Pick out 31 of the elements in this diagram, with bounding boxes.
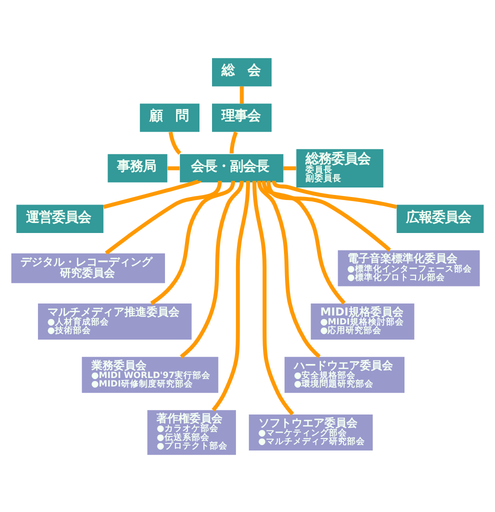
connector: [257, 180, 321, 358]
connector: [262, 180, 346, 304]
connector: [150, 180, 236, 305]
node-box: ソフトウエア委員会 ●マーケティング部会 ●マルチメディア研究部会: [248, 414, 373, 450]
node-box: 運営委員会: [16, 204, 104, 232]
node-box: 顧 問: [140, 103, 200, 132]
connector: [283, 166, 296, 170]
connector: [104, 180, 222, 254]
node-box: マルチメディア推進委員会 ●人材育成部会 ●技術部会: [38, 303, 192, 340]
node-box: 総務委員会 委員長 副委員長: [296, 148, 384, 187]
node-box: 会長・副会長: [180, 154, 284, 182]
connector: [103, 178, 200, 208]
node-box: デジタル・レコーディング研究委員会: [11, 252, 165, 283]
node-box: 事務局: [108, 154, 168, 182]
connector: [240, 86, 244, 104]
connector: [230, 131, 238, 153]
node-box: 総 会: [212, 58, 272, 86]
node-box: MIDI規格委員会 ●MIDI規格検討部会 ●応用研究部会: [310, 303, 414, 340]
node-box: 業務委員会 ●MIDI WORLD'97実行部会 ●MIDI研修制度研究部会: [82, 356, 218, 392]
connector: [212, 180, 250, 411]
connector: [266, 180, 391, 252]
connector: [252, 180, 294, 415]
connector: [272, 180, 398, 208]
connector: [168, 166, 180, 170]
node-box: 著作権委員会 ●カラオケ部会 ●伝送系部会 ●プロテクト部会: [147, 410, 236, 454]
node-box: 電子音楽標準化委員会 ●標準化インターフェース部会 ●標準化プロトコル部会: [338, 250, 480, 286]
connector: [168, 131, 182, 154]
node-box: ハードウエア委員会 ●安全規格部会 ●環境問題研究部会: [284, 356, 404, 392]
connector: [180, 180, 244, 358]
node-box: 理事会: [212, 103, 272, 132]
node-box: 広報委員会: [396, 204, 484, 232]
